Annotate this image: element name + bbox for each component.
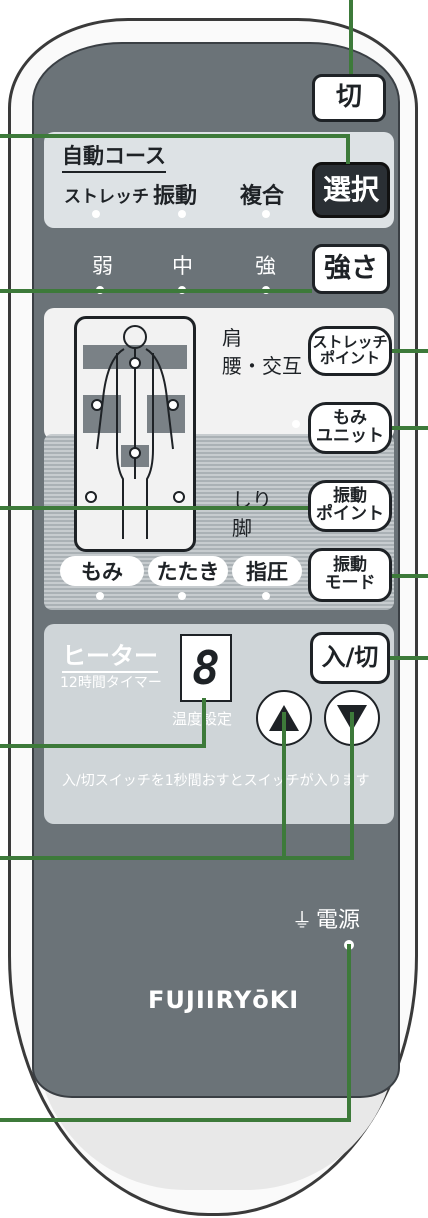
leader-vibration-mode: [392, 574, 428, 578]
leader-display-v: [202, 698, 206, 748]
mode-shiatsu: 指圧: [232, 556, 302, 586]
vibration-point-button[interactable]: 振動 ポイント: [308, 480, 392, 532]
leader-stretch-point: [392, 349, 428, 353]
leader-power-h: [0, 1118, 351, 1122]
off-button[interactable]: 切: [312, 74, 386, 122]
heater-title: ヒーター: [62, 636, 158, 673]
momi-unit-button[interactable]: もみ ユニット: [308, 402, 392, 454]
auto-option-stretch: ストレッチ: [64, 187, 149, 207]
stretch-point-button[interactable]: ストレッチ ポイント: [308, 326, 392, 376]
vibration-mode-label-2: モード: [324, 573, 376, 593]
vibration-point-label-2: ポイント: [316, 504, 384, 524]
leader-on-off: [390, 656, 428, 660]
area-shoulder: 肩: [222, 326, 242, 350]
strength-button[interactable]: 強さ: [312, 244, 390, 294]
leader-off: [349, 0, 353, 74]
leader-arrows-h: [0, 856, 354, 860]
strength-medium: 中: [172, 254, 193, 278]
body-figure-icon: [83, 325, 187, 539]
auto-indicator-vibration: [178, 210, 186, 218]
momi-unit-label-2: ユニット: [316, 426, 384, 446]
strength-weak: 弱: [92, 254, 113, 278]
area-leg: 脚: [232, 516, 252, 540]
leader-display-h: [0, 744, 206, 748]
leader-select-h: [0, 134, 350, 138]
mode-indicator-shiatsu: [262, 592, 270, 600]
leader-down-v: [350, 712, 354, 858]
brand-logo: FUJIIRYōKI: [148, 986, 300, 1014]
select-button[interactable]: 選択: [312, 162, 390, 218]
auto-course-title: 自動コース: [62, 140, 166, 173]
mode-indicator-tataki: [178, 592, 186, 600]
mode-indicator-momi: [96, 592, 104, 600]
leader-up-v: [282, 712, 286, 858]
momi-unit-label-1: もみ: [333, 408, 367, 429]
leader-power-v: [347, 944, 351, 1122]
auto-indicator-stretch: [92, 210, 100, 218]
power-instruction-note: 入/切スイッチを1秒間おすとスイッチが入ります: [62, 773, 370, 789]
auto-option-vibration: 振動: [153, 184, 198, 209]
vibration-mode-label-1: 振動: [333, 555, 367, 576]
leader-strength: [0, 289, 312, 293]
auto-indicator-combined: [262, 210, 270, 218]
mode-momi: もみ: [60, 556, 144, 586]
heater-subtitle: 12時間タイマー: [60, 675, 162, 691]
leader-momi-unit: [392, 426, 428, 430]
plug-icon: ⏚: [292, 908, 312, 932]
leader-vibration-point: [0, 506, 308, 510]
power-label: 電源: [316, 908, 361, 933]
momi-unit-indicator: [292, 420, 300, 428]
mode-tataki: たたき: [148, 556, 228, 586]
stretch-point-label-2: ポイント: [319, 349, 380, 367]
vibration-mode-button[interactable]: 振動 モード: [308, 548, 392, 602]
temperature-display: 8: [180, 634, 232, 702]
stretch-point-label-1: ストレッチ: [312, 333, 388, 352]
area-waist: 腰・交互: [222, 354, 302, 378]
strength-strong: 強: [255, 254, 276, 278]
vibration-point-label-1: 振動: [333, 486, 367, 507]
leader-select-v: [346, 134, 350, 164]
power-on-off-button[interactable]: 入/切: [310, 632, 390, 684]
auto-option-combined: 複合: [240, 184, 285, 209]
